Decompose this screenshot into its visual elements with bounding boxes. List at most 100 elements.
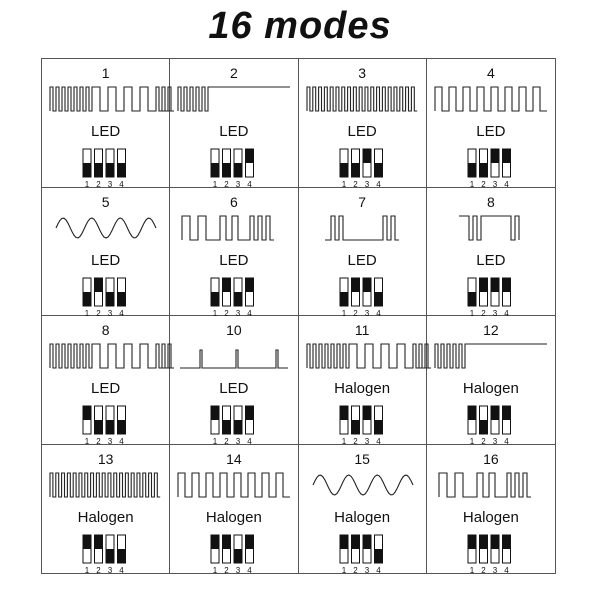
mixed-pulse-icon — [49, 343, 174, 369]
dip-switch-3: 3 — [105, 534, 115, 575]
dip-switch-label: 2 — [96, 437, 101, 446]
dip-switch-position-down — [362, 534, 371, 549]
dip-switch-position-down — [245, 149, 254, 163]
waveform-icon — [434, 343, 547, 369]
waveform-icon — [177, 471, 291, 498]
dip-switch-label: 2 — [96, 180, 101, 189]
dip-switch-1: 1 — [339, 277, 348, 318]
dip-switch-position-down — [490, 277, 499, 292]
dip-switch-label: 2 — [353, 437, 358, 446]
dip-switch-position-down — [351, 277, 359, 292]
dip-switch-label: 1 — [470, 180, 475, 189]
dip-switch-label: 4 — [504, 309, 509, 318]
dip-switch-position-down — [490, 406, 499, 420]
lamp-type-label: LED — [347, 123, 377, 140]
dip-switch-label: 3 — [493, 180, 498, 189]
dip-switch-position-up — [106, 420, 114, 434]
wide-pulse-icon — [458, 214, 520, 241]
dip-switch-label: 1 — [85, 309, 90, 318]
dip-switch-position-up — [211, 291, 220, 306]
mode-number: 13 — [97, 450, 114, 467]
dip-switch-label: 4 — [248, 309, 253, 318]
dip-switch-position-down — [502, 277, 511, 292]
dip-switch-2: 2 — [222, 534, 232, 575]
dip-switch-label: 3 — [493, 309, 498, 318]
dip-switch-label: 1 — [341, 566, 346, 575]
dip-switch-2: 2 — [478, 405, 488, 446]
mixed-pulse-icon — [49, 86, 174, 112]
dip-switch-position-up — [339, 291, 348, 306]
lamp-type-label: Halogen — [462, 508, 519, 526]
dip-switch-1: 1 — [467, 277, 477, 318]
dip-switch-position-up — [117, 420, 126, 434]
dip-switch-position-down — [245, 277, 254, 292]
dip-switch-1: 1 — [210, 277, 220, 318]
mode-number: 3 — [358, 65, 367, 81]
dip-switch-1: 1 — [210, 148, 220, 189]
dip-switch-position-up — [234, 548, 243, 563]
dip-switch-2: 2 — [350, 405, 360, 446]
dip-switch-label: 4 — [119, 309, 124, 318]
square-wave-icon — [177, 471, 291, 498]
dip-switch-3: 3 — [490, 405, 500, 446]
dip-switch-label: 3 — [364, 566, 369, 575]
square-wave-icon — [434, 86, 547, 112]
dip-switch-position-down — [83, 406, 91, 420]
waveform-icon — [434, 86, 547, 112]
dip-switch-2: 2 — [94, 277, 103, 318]
waveform-icon — [305, 86, 417, 112]
fast-square-wave-icon — [49, 471, 161, 498]
dip-switch-label: 1 — [470, 309, 475, 318]
dip-switch-position-up — [117, 163, 126, 177]
lamp-type-label: Halogen — [334, 380, 391, 397]
dip-switch-3: 3 — [233, 405, 243, 446]
dip-switch-position-up — [83, 163, 91, 177]
dip-switch-2: 2 — [350, 534, 360, 575]
lamp-type-label: Halogen — [334, 508, 391, 526]
dip-switch-3: 3 — [105, 277, 115, 318]
dip-switch-3: 3 — [490, 534, 500, 575]
mode-number: 12 — [483, 322, 499, 338]
dip-switch-position-up — [234, 420, 243, 434]
dip-switch-2: 2 — [94, 534, 103, 575]
dip-switch-position-down — [490, 149, 499, 163]
dip-switch-label: 4 — [376, 309, 381, 318]
dip-switch-label: 3 — [236, 566, 241, 575]
dip-switch-position-up — [222, 420, 231, 434]
mode-number: 1 — [101, 65, 110, 81]
dip-switch-label: 4 — [248, 180, 253, 189]
dip-switch-label: 4 — [376, 437, 381, 446]
page-title: 16 modes — [208, 5, 392, 47]
lamp-type-label: Halogen — [77, 508, 134, 526]
dip-switch-label: 2 — [225, 180, 230, 189]
lamp-type-label: LED — [476, 123, 506, 140]
dip-switch-2: 2 — [222, 405, 232, 446]
dip-switch-4: 4 — [501, 405, 511, 446]
dip-switch-label: 2 — [225, 309, 230, 318]
dip-switch-4: 4 — [373, 534, 383, 575]
lamp-type-label: Halogen — [462, 380, 519, 397]
dip-switch-3: 3 — [490, 148, 500, 189]
dip-switch-2: 2 — [478, 148, 488, 189]
waveform-icon — [49, 86, 174, 112]
lamp-type-label: LED — [347, 251, 377, 269]
lamp-type-label: Halogen — [205, 508, 262, 526]
dip-switch-3: 3 — [362, 277, 371, 318]
dip-switch-position-up — [94, 163, 103, 177]
lamp-type-label: LED — [219, 380, 249, 397]
waveform-icon — [177, 86, 291, 112]
dip-switch-position-down — [479, 534, 488, 549]
dip-switch-position-up — [117, 291, 126, 306]
dip-switch-position-up — [234, 163, 243, 177]
